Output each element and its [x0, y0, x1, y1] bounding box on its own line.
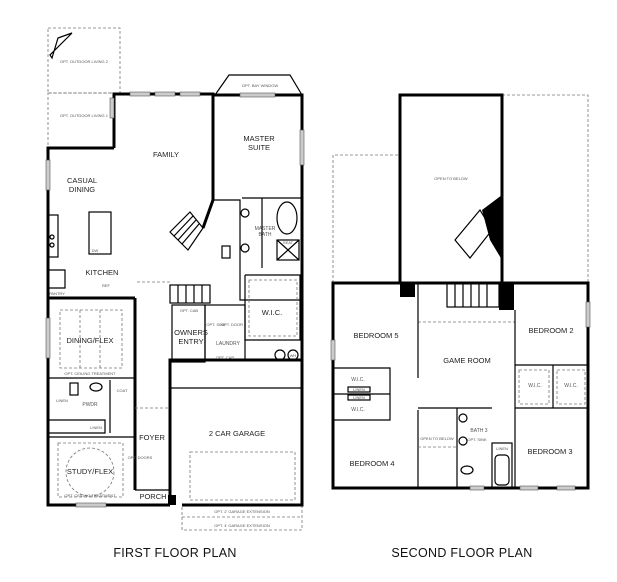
- laundry-label: LAUNDRY: [216, 341, 240, 347]
- tub-icon: [494, 454, 510, 486]
- master-bath-label-2: BATH: [259, 232, 272, 238]
- linen-label-2: LINEN: [353, 395, 365, 400]
- coat-label: COAT: [117, 388, 128, 393]
- opt-sink-label: OPT. SINK: [206, 322, 226, 327]
- opt-outdoor-living-1-area: [47, 92, 115, 149]
- opt-ceiling-treatment-label-2: OPT. CEILING TREATMENT: [64, 493, 116, 498]
- owners-entry-label-2: ENTRY: [178, 337, 203, 346]
- opt-bay-window-label: OPT. BAY WINDOW: [242, 83, 279, 88]
- kitchen-counter: [47, 214, 59, 258]
- bedroom-3-label: BEDROOM 3: [527, 447, 572, 456]
- family-label: FAMILY: [153, 150, 179, 159]
- game-room-label: GAME ROOM: [443, 356, 491, 365]
- first-floor-plan: OPT. OUTDOOR LIVING 2 OPT. OUTDOOR LIVIN…: [45, 27, 305, 560]
- opt-outdoor-living-1-label: OPT. OUTDOOR LIVING 1: [60, 113, 109, 118]
- tub-icon: [276, 201, 298, 235]
- dishwasher-label: DW: [92, 248, 99, 253]
- wh-label: WH: [290, 353, 297, 358]
- opt-cab-label: OPT. CAB: [180, 308, 199, 313]
- linen-label-1: LINEN: [353, 387, 365, 392]
- window: [129, 91, 151, 97]
- opt-cab-2-label: OPT. CAB: [216, 355, 235, 360]
- pantry-label: PANTRY: [49, 291, 65, 296]
- open-to-below-walls: [398, 93, 504, 283]
- fireplace-icon: [49, 32, 73, 60]
- master-bath-label: MASTER: [255, 226, 276, 232]
- opt-2-garage-extension-label: OPT. 2' GARAGE EXTENSION: [214, 509, 270, 514]
- wic-label-4: W.I.C.: [564, 383, 578, 389]
- owners-entry-label: OWNERS: [174, 328, 208, 337]
- master-suite-label: MASTER: [243, 134, 275, 143]
- garage-walls: [168, 358, 304, 507]
- dining-flex-label: DINING/FLEX: [66, 336, 113, 345]
- sink-icon: [89, 382, 103, 392]
- toilet-icon: [69, 382, 79, 396]
- window: [330, 339, 336, 361]
- opt-door-label: OPT. DOOR: [221, 322, 243, 327]
- seat-label: SEAT: [283, 240, 294, 245]
- open-to-below-label: OPEN TO BELOW: [434, 176, 468, 181]
- open-to-below-label-2: OPEN TO BELOW: [420, 436, 454, 441]
- exterior-wall-left: [46, 146, 170, 507]
- water-heater-icon: [274, 349, 286, 361]
- opt-doors-label: OPT. DOORS: [128, 455, 153, 460]
- opt-ceiling-treatment-label: OPT. CEILING TREATMENT: [64, 371, 116, 376]
- master-suite-label-2: SUITE: [248, 143, 270, 152]
- bedroom-2-label: BEDROOM 2: [528, 326, 573, 335]
- second-floor-plan: OPEN TO BELOW BEDROOM 5 GAME ROOM BEDROO…: [330, 93, 591, 560]
- garage-door: [189, 451, 296, 501]
- second-floor-plan-title: SECOND FLOOR PLAN: [391, 546, 532, 560]
- second-floor-exterior: [331, 281, 590, 490]
- casual-dining-label-2: DINING: [69, 185, 95, 194]
- opt-sink-label: OPT. SINK: [467, 437, 487, 442]
- foyer-label: FOYER: [139, 433, 165, 442]
- first-floor-plan-title: FIRST FLOOR PLAN: [113, 546, 236, 560]
- porch-label: PORCH: [139, 492, 166, 501]
- pwdr-label: PWDR: [82, 402, 98, 408]
- bedroom-5-label: BEDROOM 5: [353, 331, 398, 340]
- bedroom-4-label: BEDROOM 4: [349, 459, 394, 468]
- linen-label-2: LINEN: [90, 425, 102, 430]
- wic-label-1: W.I.C.: [351, 377, 365, 383]
- kitchen-label: KITCHEN: [86, 268, 119, 277]
- ceiling-treatment-dining: [59, 309, 123, 369]
- toilet-icon: [460, 465, 474, 475]
- opt-4-garage-extension-label: OPT. 4' GARAGE EXTENSION: [214, 523, 270, 528]
- kitchen-island: [88, 211, 112, 255]
- bath-3-label: BATH 3: [470, 428, 487, 434]
- wic-label-2: W.I.C.: [351, 407, 365, 413]
- garage-label: 2 CAR GARAGE: [209, 429, 265, 438]
- study-flex-label: STUDY/FLEX: [67, 467, 113, 476]
- opt-outdoor-living-2-label: OPT. OUTDOOR LIVING 2: [60, 59, 109, 64]
- wic-label: W.I.C.: [262, 308, 282, 317]
- casual-dining-label: CASUAL: [67, 176, 97, 185]
- wic-label-3: W.I.C.: [528, 383, 542, 389]
- linen-label: LINEN: [56, 398, 68, 403]
- linen-label-3: LINEN: [496, 446, 508, 451]
- ref-label: REF: [102, 283, 111, 288]
- ceiling-treatment-study: [65, 447, 115, 497]
- stairs-second-floor: [446, 195, 502, 308]
